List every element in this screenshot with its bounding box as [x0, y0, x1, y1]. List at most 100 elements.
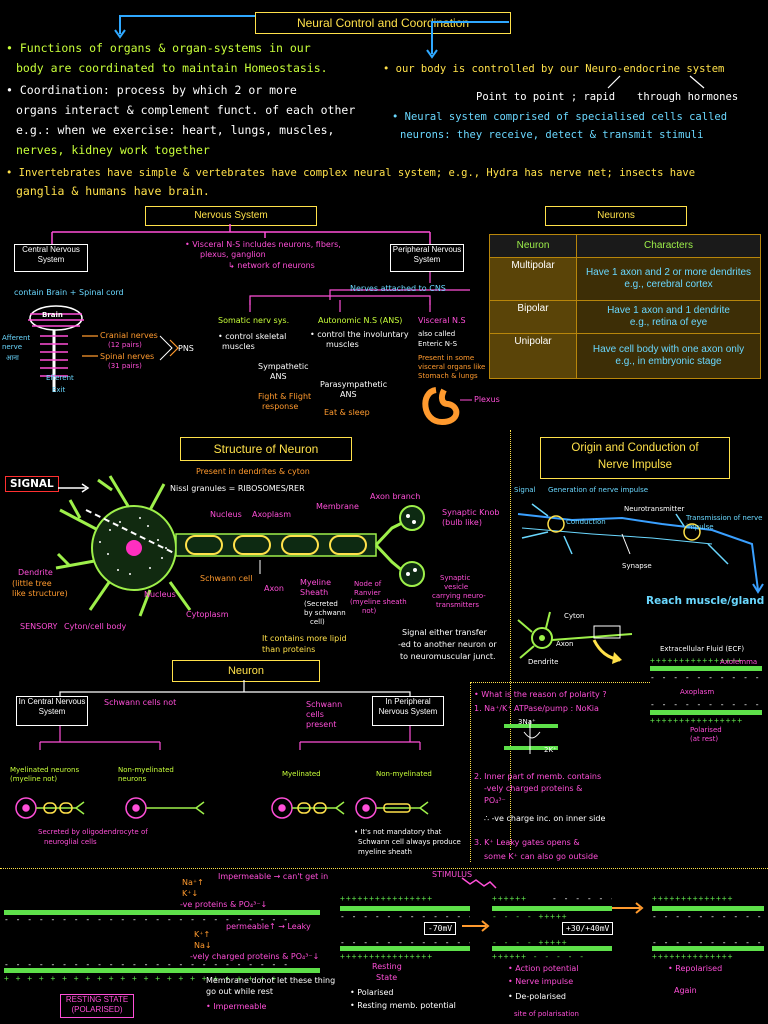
intro-neural-1: • Neural system comprised of specialised… — [392, 111, 728, 123]
intro-coord-2: organs interact & complement funct. of e… — [16, 103, 356, 117]
impermeable-note: Impermeable → can't get in — [218, 872, 329, 881]
reason-2b: -vely charged proteins & — [484, 784, 583, 793]
pns-box: Peripheral Nervous System — [390, 244, 464, 272]
mid-minus-top: - - - - - - - - - - - - — [340, 912, 470, 921]
dendrite-desc-2: like structure) — [12, 589, 68, 598]
membrane-minus-bot: - - - - - - - - - - - - — [650, 700, 762, 709]
intro-invert-2: ganglia & humans have brain. — [16, 184, 210, 198]
fight-flight-2: response — [262, 402, 299, 411]
dotted-divider-vertical — [510, 430, 511, 850]
cranial-label: Cranial nerves — [100, 331, 158, 340]
again-label: Again — [674, 986, 697, 995]
small-dendrite: Dendrite — [528, 658, 559, 666]
plexus-label: Plexus — [474, 395, 500, 404]
structure-title: Structure of Neuron — [180, 437, 352, 461]
reach-label: Reach muscle/gland — [646, 595, 765, 607]
reason-2c: PO₄³⁻ — [484, 796, 506, 805]
secreted-2: neuroglial cells — [44, 838, 97, 846]
neuron-type: Unipolar — [489, 333, 577, 379]
ranvier-3: (myeline sheath — [350, 598, 407, 606]
page-title: Neural Control and Coordination — [255, 12, 511, 34]
small-axon: Axon — [556, 640, 574, 648]
transfer-3: to neuromuscular junct. — [400, 652, 496, 661]
efferent-label: Efferent — [46, 374, 74, 382]
ap-plus-bot: ++++++ - - - - - — [492, 952, 586, 961]
left-minus-top: - - - - - - - - - - - - - - - - - - - - … — [4, 915, 290, 924]
ap-plus-top: ++++++ — [492, 894, 527, 903]
dendrite-desc-1: (little tree — [12, 579, 52, 588]
dotted-divider-h — [470, 682, 650, 683]
transmission-label: Transmission of nerve impulse — [686, 514, 763, 531]
nonmyel-cns: Non-myelinated neurons — [118, 766, 174, 783]
nonmyel-pns: Non-myelinated — [376, 770, 432, 778]
ns-tree-lines — [51, 224, 470, 312]
action-potential: • Action potential — [508, 964, 579, 973]
signal-box: SIGNAL — [5, 476, 59, 492]
ranvier-4: not) — [362, 607, 377, 615]
visceral-ns-4: visceral organs like — [418, 363, 486, 371]
membrane-note-2: go out while rest — [206, 987, 274, 996]
schwann-label: Schwann cell — [200, 574, 253, 583]
pns-arrow-label: PNS — [178, 344, 194, 353]
axolemma-label: Axolemma — [720, 658, 758, 666]
axoplasm-label-r: Axoplasm — [680, 688, 715, 696]
visceral-note-3: ↳ network of neurons — [228, 261, 315, 270]
neuron-type: Multipolar — [489, 257, 577, 301]
lipid-2: than proteins — [262, 645, 316, 654]
dotted-divider-bottom — [0, 868, 768, 869]
origin-signal: Signal — [514, 486, 536, 494]
afferent-label: Afferent nerve — [2, 334, 31, 351]
stomach-icon — [422, 387, 472, 426]
autonomic-desc-2: muscles — [326, 340, 359, 349]
rp-minus-top: - - - - - - - - - - - — [652, 912, 764, 921]
left-minus-bot: - - - - - - - - - - - - - - - - - - - - … — [4, 960, 290, 969]
visceral-note-2: plexus, ganglion — [200, 250, 266, 259]
visceral-ns-1: also called — [418, 330, 456, 338]
curved-arrow-icon — [592, 639, 622, 664]
rp-membrane-top — [652, 906, 764, 911]
nerves-attached: Nerves attached to CNS — [350, 284, 446, 293]
permeable-note: permeable↑ → Leaky — [226, 922, 311, 931]
table-header-neuron: Neuron — [489, 234, 577, 258]
sympathetic-ans: ANS — [270, 372, 287, 381]
small-neuron-diagram — [517, 611, 633, 659]
impulse-diagram — [517, 503, 764, 594]
depolarised: • De-polarised — [508, 992, 567, 1001]
neurons-table-title: Neurons — [545, 206, 687, 226]
brain-label: Brain — [42, 311, 63, 319]
parasympathetic-ans: ANS — [340, 390, 357, 399]
ecf-label: Extracellular Fluid (ECF) — [660, 645, 745, 653]
autonomic-desc-1: • control the involuntary — [310, 330, 409, 339]
reason-1: 1. Na⁺/K⁺ ATPase/pump : NoKia — [474, 704, 599, 713]
conduction-label: Conduction — [566, 518, 606, 526]
left-membrane-bot — [4, 968, 320, 973]
progress-arrows — [462, 902, 644, 932]
visceral-note-1: • Visceral N-S includes neurons, fibers, — [185, 240, 341, 249]
nervous-system-title: Nervous System — [145, 206, 317, 226]
pump-diagram — [504, 720, 558, 754]
ve-proteins-2: -vely charged proteins & PO₄³⁻↓ — [190, 952, 320, 961]
visceral-ns-3: Present in some — [418, 354, 475, 362]
k-down: K⁺↓ — [182, 889, 199, 898]
mid-plus-bot: ++++++++++++++++ — [340, 952, 434, 961]
na-count: 3Na⁺ — [518, 718, 536, 726]
cranial-pairs: (12 pairs) — [108, 341, 142, 349]
polarised-bullet: • Polarised — [350, 988, 394, 997]
small-cyton: Cyton — [564, 612, 585, 620]
intro-point-to-point: Point to point ; rapid — [476, 91, 616, 103]
site-polarisation: site of polarisation — [514, 1010, 579, 1018]
reason-question: • What is the reason of polarity ? — [474, 690, 607, 699]
nissl-label: Nissl granules = RIBOSOMES/RER — [170, 484, 305, 493]
visceral-ns-label: Visceral N.S — [418, 316, 466, 325]
intro-hormones: through hormones — [637, 91, 739, 103]
schwann-not: Schwann cells not — [104, 698, 177, 707]
membrane-plus-bot: ++++++++++++++++ — [650, 716, 744, 725]
autonomic-label: Autonomic N.S (ANS) — [318, 316, 403, 325]
ve-proteins: -ve proteins & PO₄³⁻↓ — [180, 900, 268, 909]
axon-label: Axon — [264, 584, 284, 593]
ap-minus-top: - - - - - - — [552, 894, 612, 903]
title-arrows — [114, 15, 509, 59]
